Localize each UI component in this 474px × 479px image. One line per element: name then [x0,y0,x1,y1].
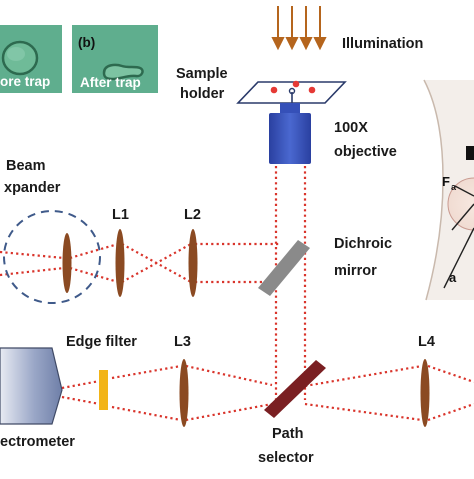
laser-beams [0,166,474,422]
inset-after-trap: (b) After trap [72,25,158,93]
sample-holder-label-2: holder [180,86,225,102]
trap-force-inset: F a a [423,79,474,301]
beam-expander-circle [3,210,101,304]
beam-expander-label-2: xpander [4,180,61,196]
spectrometer-box [0,347,63,425]
lens-l1 [115,229,125,297]
force-subscript: a [451,182,457,192]
force-label: F [442,174,450,189]
path-selector-label-1: Path [272,426,303,442]
path-selector-label-2: selector [258,450,314,466]
spectrometer-label: ectrometer [0,434,75,450]
dichroic-mirror [258,240,310,296]
lens-l2-label: L2 [184,207,201,223]
cell-stretched [102,63,144,81]
inset-tag-b: (b) [78,35,95,50]
inset-after-caption: After trap [80,75,141,90]
inset-before-trap: ore trap [0,25,62,93]
sample-holder [236,80,347,104]
edge-filter-label: Edge filter [66,334,137,350]
objective-label-2: objective [334,144,397,160]
edge-filter [99,370,108,410]
objective-lens [269,103,311,164]
axis-label: a [449,270,457,285]
trapped-particle [447,177,474,231]
lens-l4 [420,359,430,427]
dichroic-label-2: mirror [334,263,377,279]
illumination-label: Illumination [342,36,423,52]
illumination-arrows [271,6,327,51]
inset-before-caption: ore trap [0,74,50,89]
lens-l2 [188,229,198,297]
lens-l1-label: L1 [112,207,129,223]
sample-holder-label-1: Sample [176,66,228,82]
beam-expander-lens [62,233,72,293]
lens-l3-label: L3 [174,334,191,350]
beam-expander-label-1: Beam [6,158,46,174]
path-selector-mirror [264,360,326,418]
dichroic-label-1: Dichroic [334,236,392,252]
lens-l4-label: L4 [418,334,435,350]
objective-label-1: 100X [334,120,368,136]
lens-l3 [179,359,189,427]
